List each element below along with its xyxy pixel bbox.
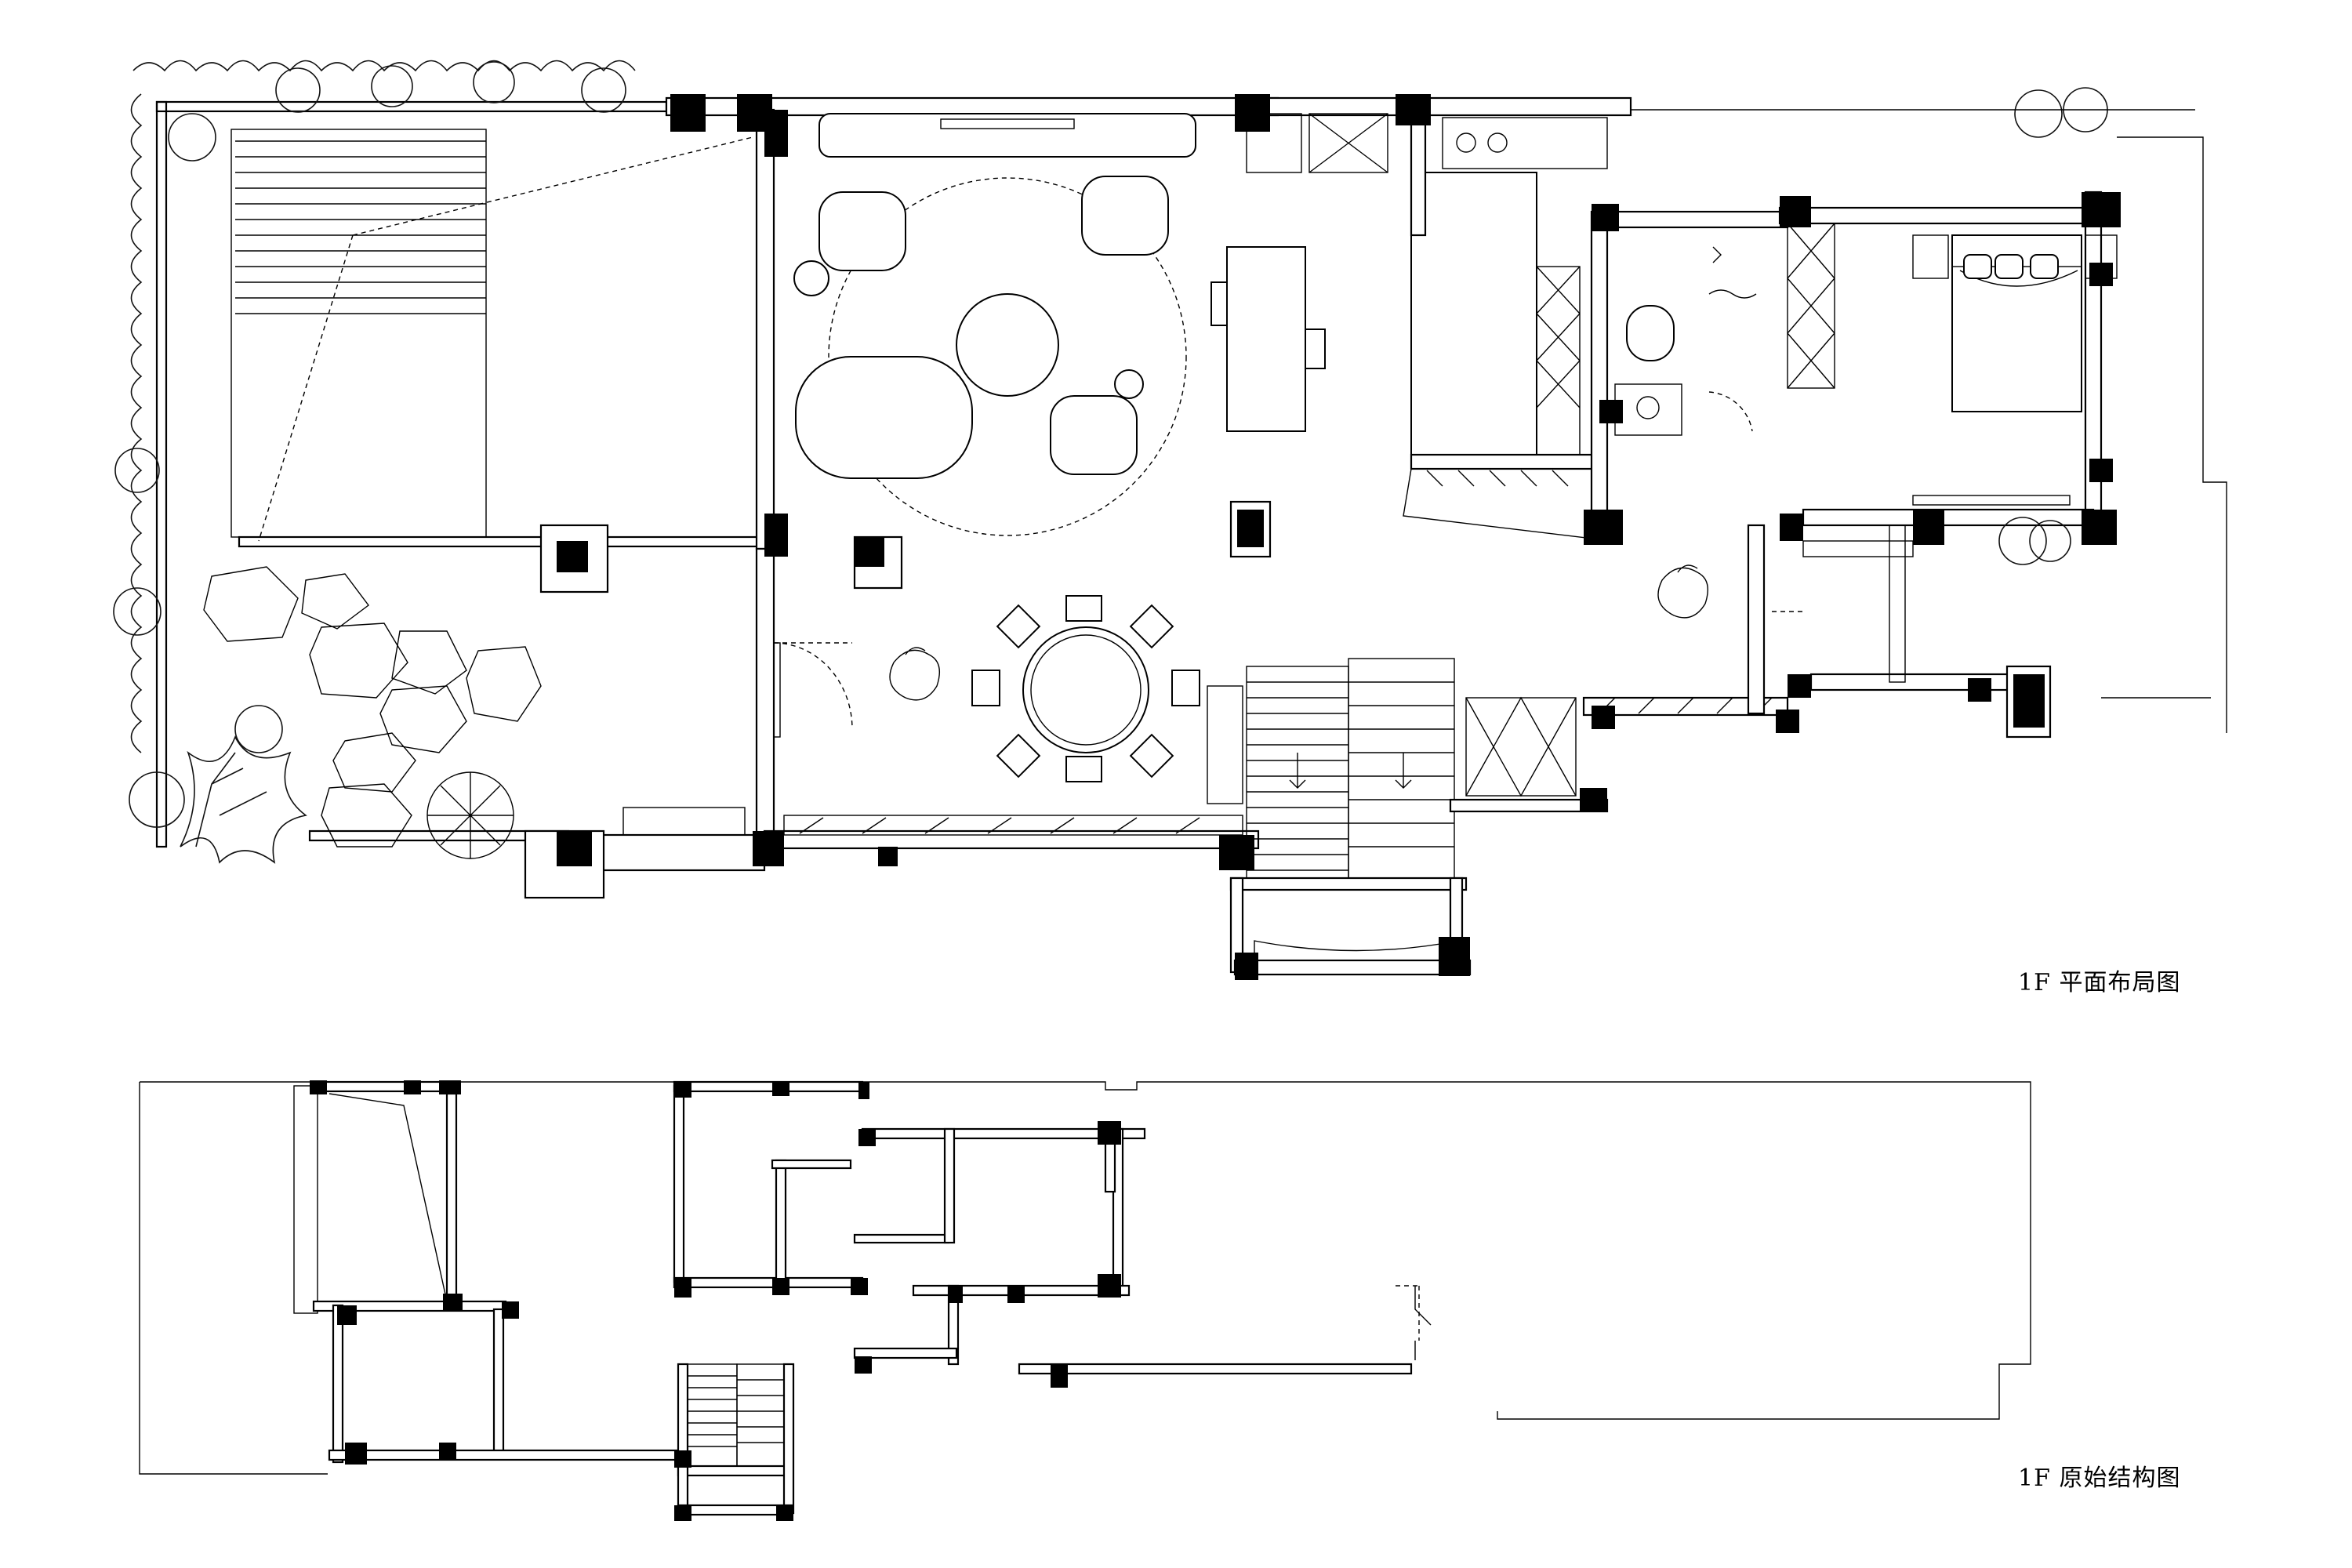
layout-plan	[113, 60, 2227, 980]
garden-umbrella	[426, 771, 514, 859]
storage-cabinets	[1449, 696, 1789, 813]
coffee-table	[956, 293, 1059, 397]
sofa	[795, 356, 973, 479]
kitchen-island	[1410, 172, 1537, 456]
bathroom	[1590, 210, 1835, 519]
desk	[1226, 246, 1306, 432]
kitchen	[1237, 96, 1632, 540]
toilet	[1626, 305, 1675, 361]
original-structure-plan	[139, 1080, 2031, 1521]
pergola-outline	[258, 136, 753, 542]
armchair	[1081, 176, 1169, 256]
living-area-furniture	[793, 176, 1708, 782]
original-structure-caption: 1F 原始结构图	[2018, 1465, 2181, 1492]
stepping-stones	[203, 566, 542, 848]
person-figure	[889, 647, 940, 701]
bedroom	[1631, 87, 2227, 739]
armchair	[818, 191, 906, 271]
dining-set	[971, 595, 1200, 782]
layout-plan-caption: 1F 平面布局图	[2018, 969, 2181, 996]
hedge-plants	[113, 60, 636, 753]
main-staircase	[1207, 658, 1472, 976]
garden-terrace	[113, 60, 762, 864]
armchair	[1050, 395, 1138, 475]
area-rug	[828, 177, 1187, 536]
garden-tree	[129, 705, 307, 864]
structural-columns	[557, 94, 2121, 980]
person-figure	[1657, 564, 1708, 619]
garden-steps	[230, 129, 487, 538]
